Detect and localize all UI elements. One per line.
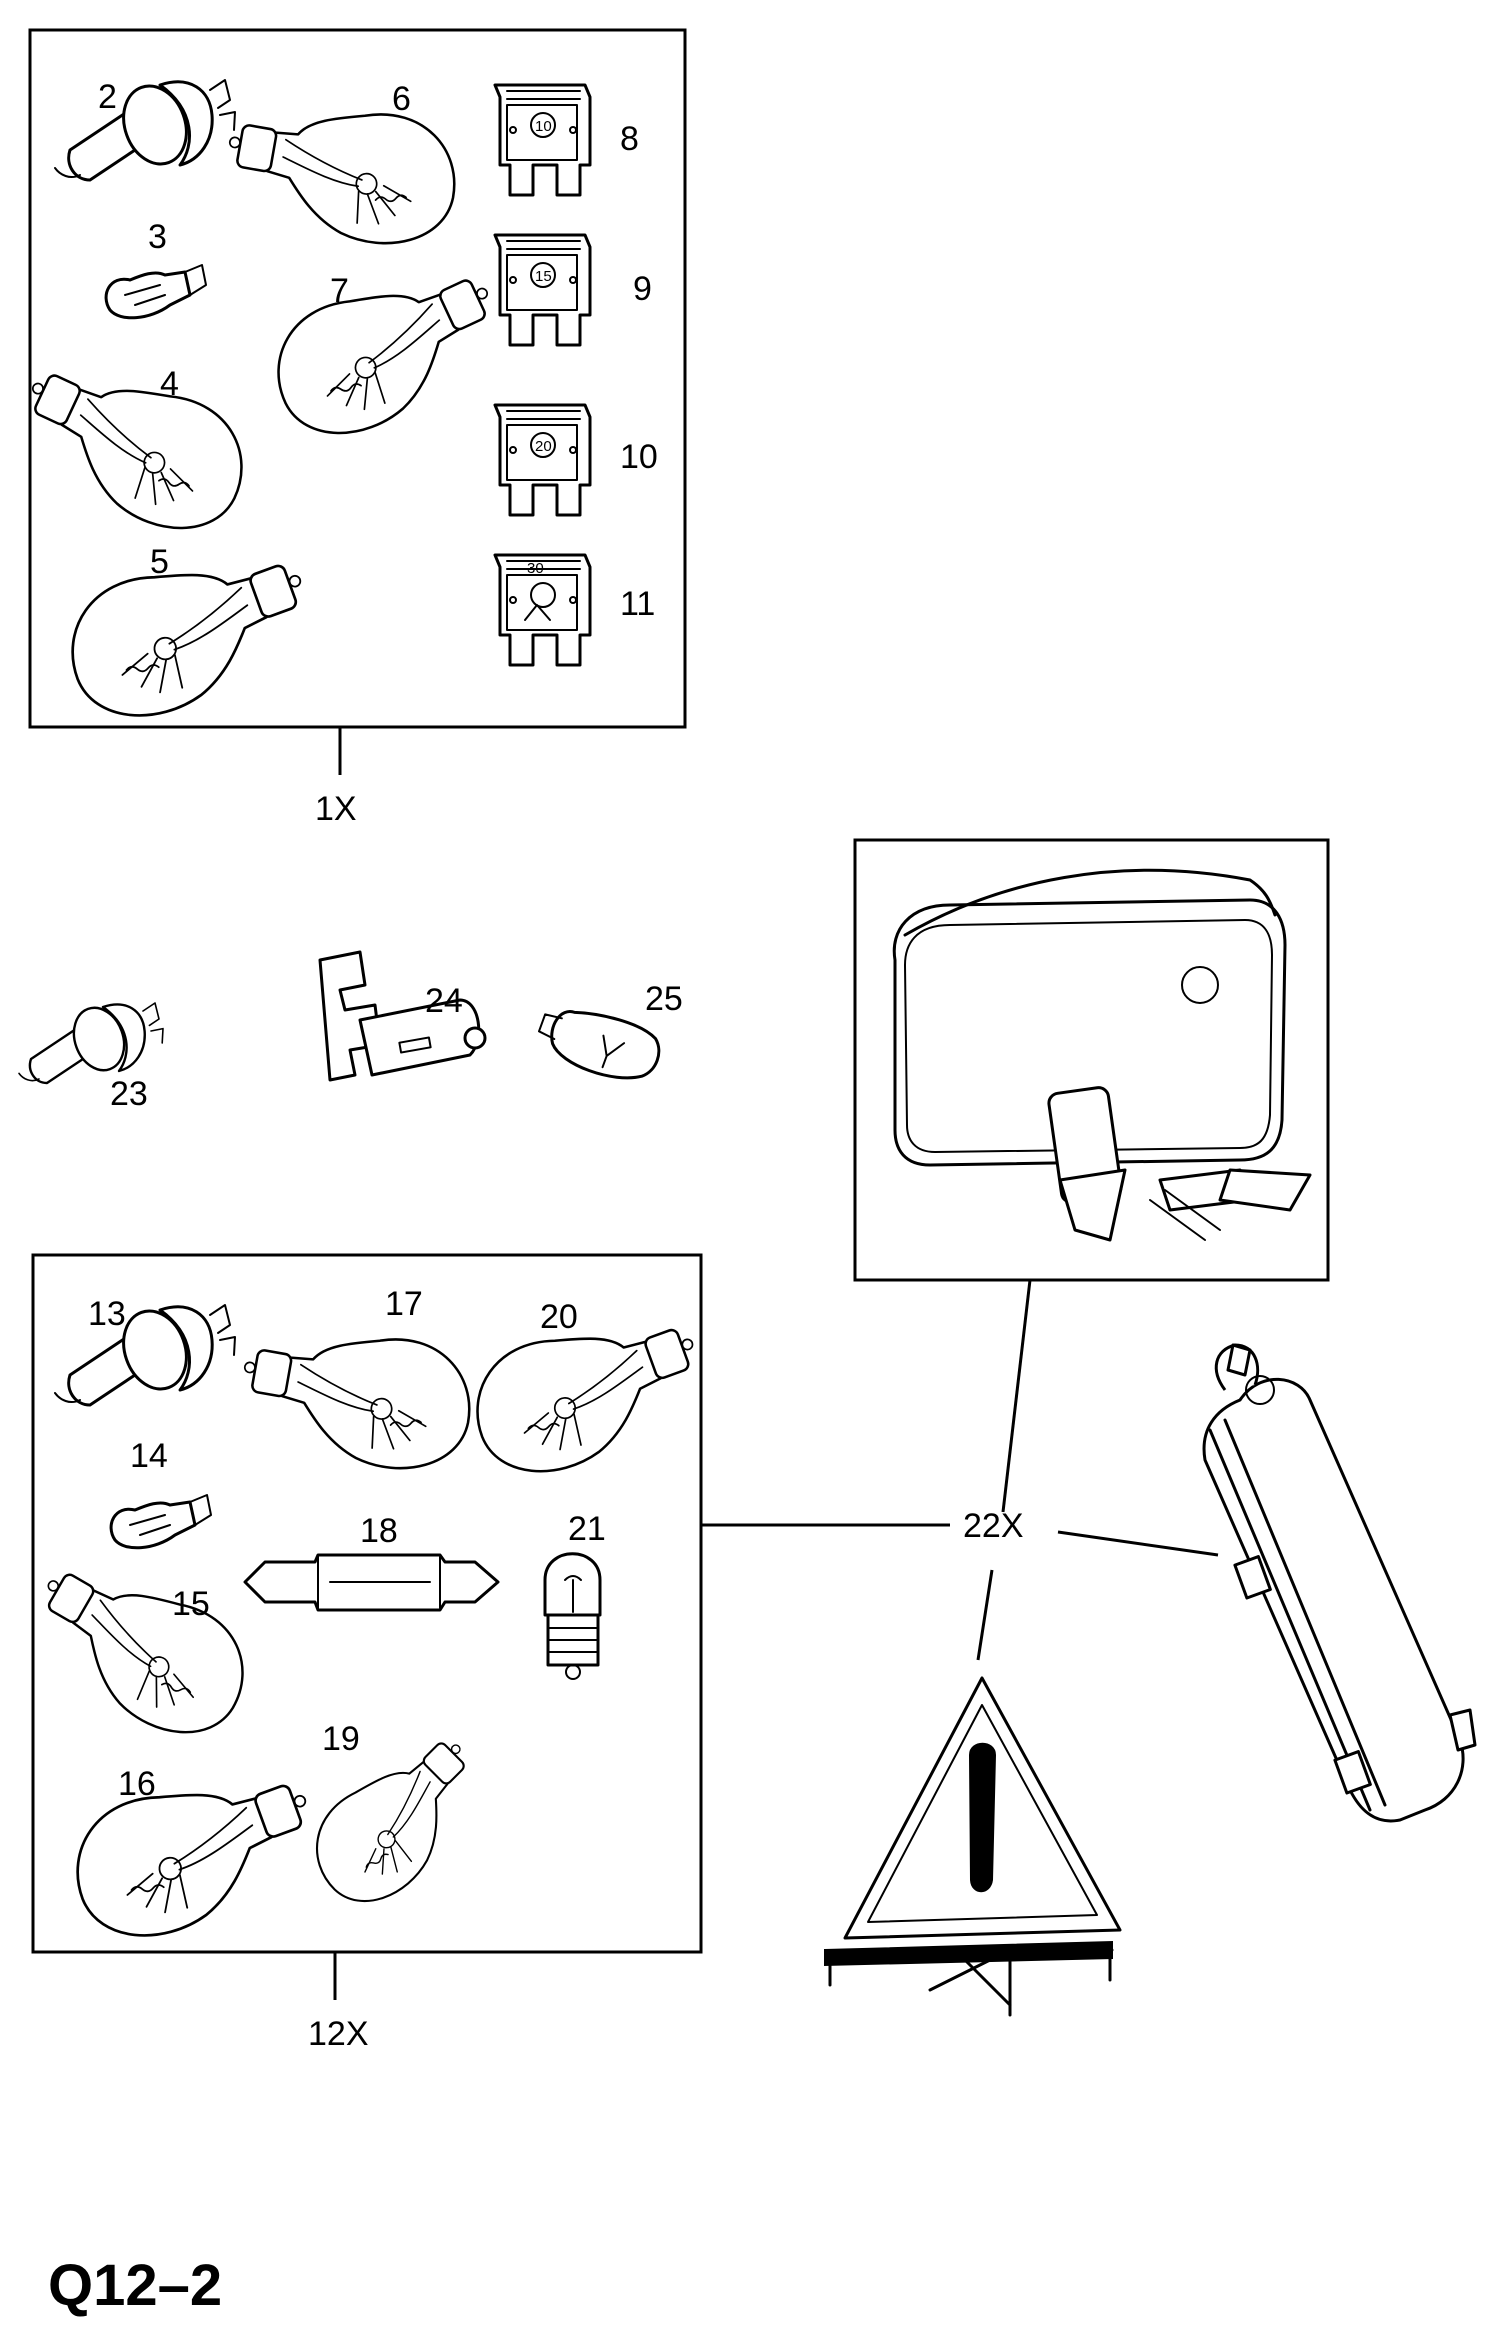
part-6-bulb-illustration (227, 105, 461, 258)
fuse-10-rating: 20 (535, 438, 552, 455)
part-3-bulb-illustration (104, 263, 208, 320)
safety-kit-group: 22X (700, 838, 1477, 2017)
callout-10: 10 (620, 438, 658, 476)
callout-16: 16 (118, 1765, 156, 1803)
fuse-9-rating: 15 (535, 268, 552, 285)
callout-20: 20 (540, 1298, 578, 1336)
part-8-fuse-illustration: 10 (493, 83, 592, 197)
callout-9: 9 (633, 270, 652, 308)
callout-11: 11 (620, 585, 655, 623)
callout-25: 25 (645, 980, 683, 1018)
callout-6: 6 (392, 80, 411, 118)
part-9-fuse-illustration: 15 (493, 233, 592, 347)
part-13-bulb-illustration (53, 1300, 237, 1407)
part-7-bulb-illustration (265, 274, 509, 445)
kit-1x-frame (28, 28, 687, 729)
bulb-fuse-kit-group: 1X 2 6 3 7 4 5 10 8 15 9 20 (11, 28, 687, 828)
kit-12x-label: 12X (308, 2015, 369, 2053)
fuse-8-rating: 10 (535, 118, 552, 135)
warning-triangle-illustration (824, 1676, 1122, 2017)
callout-23: 23 (110, 1075, 148, 1113)
bulb-kit-group: 12X 13 17 20 14 18 21 15 16 19 (18, 1253, 704, 2053)
kit-1x-label: 1X (315, 790, 357, 828)
callout-24: 24 (425, 982, 463, 1020)
part-5-bulb-illustration (64, 561, 313, 723)
callout-4: 4 (160, 365, 179, 403)
fire-extinguisher-illustration (1202, 1343, 1477, 1823)
part-14-bulb-illustration (109, 1493, 213, 1550)
callout-3: 3 (148, 218, 167, 256)
part-10-fuse-illustration: 20 (493, 403, 592, 517)
part-16-bulb-illustration (69, 1781, 318, 1943)
part-19-bulb-illustration (294, 1733, 508, 1921)
part-11-fuse-illustration: 30 (493, 553, 592, 667)
kit-22x-label: 22X (963, 1507, 1024, 1545)
kit-12x-frame (31, 1253, 703, 1954)
part-20-bulb-illustration (470, 1325, 704, 1478)
part-21-bulb-illustration (543, 1552, 602, 1680)
part-25-bulb-illustration (538, 1010, 661, 1080)
part-17-bulb-illustration (242, 1330, 476, 1483)
leader-first-aid (1001, 1279, 1032, 1513)
part-23-bulb-illustration (17, 999, 165, 1085)
fuse-11-element (524, 604, 551, 621)
callout-2: 2 (98, 78, 117, 116)
page-code: Q12–2 (48, 2253, 222, 2318)
part-4-bulb-illustration (11, 369, 255, 540)
callout-18: 18 (360, 1512, 398, 1550)
callout-17: 17 (385, 1285, 423, 1323)
callout-7: 7 (330, 272, 349, 310)
first-aid-kit-frame (853, 838, 1330, 1282)
part-2-bulb-illustration (53, 75, 237, 182)
callout-13: 13 (88, 1295, 126, 1333)
callout-5: 5 (150, 543, 169, 581)
callout-15: 15 (172, 1585, 210, 1623)
callout-14: 14 (130, 1437, 168, 1475)
part-18-bulb-illustration (243, 1553, 500, 1612)
leader-extinguisher (1057, 1530, 1219, 1557)
leader-triangle (976, 1569, 994, 1661)
callout-8: 8 (620, 120, 639, 158)
first-aid-kit-illustration (892, 868, 1312, 1242)
callout-21: 21 (568, 1510, 606, 1548)
part-15-bulb-illustration (18, 1567, 260, 1747)
fuse-11-rating: 30 (527, 560, 544, 577)
part-24-bulb-illustration (318, 950, 487, 1082)
callout-19: 19 (322, 1720, 360, 1758)
loose-parts: 23 24 25 (17, 950, 683, 1113)
